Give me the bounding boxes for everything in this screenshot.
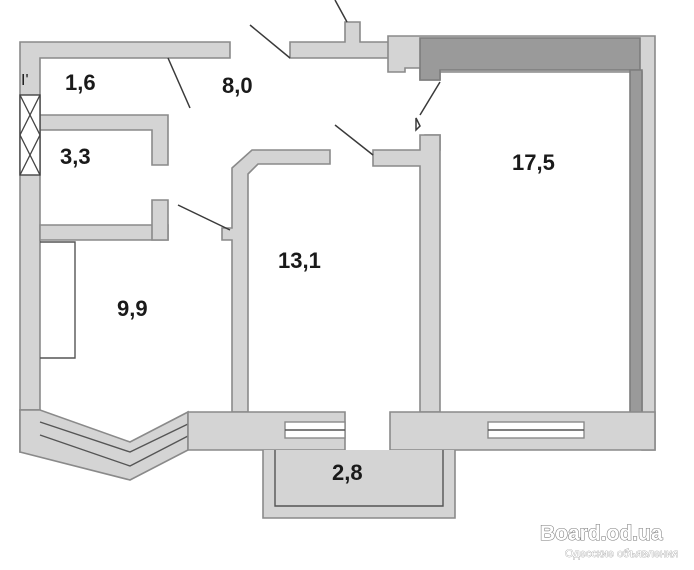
door-entry-top	[334, 0, 348, 23]
vent-shaft-icon	[19, 94, 41, 176]
door-bedroom-stub	[415, 117, 421, 132]
kitchen-counter	[40, 241, 76, 359]
room-area-hall: 8,0	[222, 73, 253, 98]
wall-right-column	[629, 69, 643, 441]
wall-bath-kitchen-post	[151, 199, 169, 241]
wall-living-left	[221, 149, 331, 413]
wall-right-room-band	[419, 37, 641, 81]
bay-window-line-1	[39, 421, 189, 453]
room-labels: 1,6 8,0 3,3 17,5 13,1 9,9 2,8	[60, 70, 555, 485]
room-area-living: 13,1	[278, 248, 321, 273]
watermark-tagline: Одесские объявления	[565, 548, 678, 560]
room-area-wc: 1,6	[65, 70, 96, 95]
wall-hall-room	[372, 134, 441, 413]
bay-window-wall	[19, 409, 189, 481]
room-area-bedroom: 17,5	[512, 150, 555, 175]
door-kitchen	[177, 204, 231, 231]
wall-marker: I'	[21, 72, 29, 89]
wall-top-entry	[289, 21, 396, 59]
room-area-kitchen: 9,9	[117, 296, 148, 321]
door-living	[334, 124, 374, 156]
watermark: Board.od.ua Одесские объявления	[539, 521, 678, 560]
balcony-rail	[262, 450, 456, 519]
door-entry	[249, 24, 291, 59]
bay-window-line-2	[39, 434, 189, 467]
bottom-facade	[19, 409, 656, 519]
wall-bath-kitchen	[39, 224, 169, 241]
watermark-site: Board.od.ua	[540, 522, 663, 545]
doors	[167, 0, 441, 231]
door-wc	[167, 57, 191, 109]
balcony-rail-inner	[274, 450, 444, 507]
room-area-bath: 3,3	[60, 144, 91, 169]
door-bedroom	[419, 81, 441, 116]
room-area-balcony: 2,8	[332, 460, 363, 485]
interior-walls	[39, 114, 441, 413]
